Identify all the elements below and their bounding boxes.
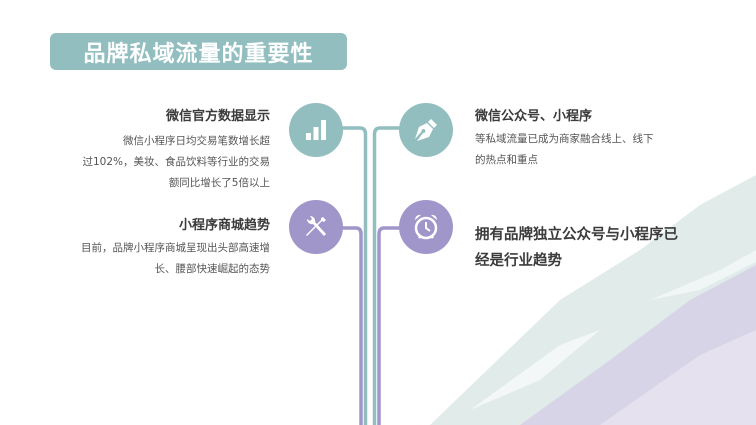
body-line: 目前，品牌小程序商城呈现出头部高速增 (81, 242, 270, 254)
info-block-wechat-data: 微信官方数据显示 微信小程序日均交易笔数增长超 过102%，美妆、食品饮料等行业… (30, 108, 270, 194)
info-block-wechat-official: 微信公众号、小程序 等私域流量已成为商家融合线上、线下 的热点和重点 (475, 108, 715, 171)
title-banner: 品牌私域流量的重要性 (50, 33, 347, 70)
body-line: 微信小程序日均交易笔数增长超 (123, 135, 270, 147)
tools-icon (306, 215, 326, 236)
info-block-industry-trend: 拥有品牌独立公众号与小程序已 经是行业趋势 (475, 222, 715, 274)
pen-nib-circle (399, 103, 453, 157)
alarm-clock-icon (414, 214, 438, 240)
body-line: 等私域流量已成为商家融合线上、线下 (475, 133, 654, 145)
alarm-clock-circle (399, 200, 453, 254)
bar-chart-circle (289, 103, 343, 157)
pen-nib-icon (415, 119, 437, 141)
body-line: 过102%，美妆、食品饮料等行业的交易 (82, 156, 270, 168)
tools-circle (289, 200, 343, 254)
bar-chart-icon (306, 120, 326, 140)
heading: 小程序商城趋势 (178, 218, 270, 233)
body-line: 长、腰部快速崛起的态势 (154, 263, 271, 275)
body-line: 拥有品牌独立公众号与小程序已 (475, 227, 678, 243)
info-block-miniprogram-mall: 小程序商城趋势 目前，品牌小程序商城呈现出头部高速增 长、腰部快速崛起的态势 (30, 217, 270, 280)
heading: 微信官方数据显示 (165, 109, 270, 124)
body-line: 额同比增长了5倍以上 (168, 177, 270, 189)
body-line: 的热点和重点 (475, 154, 538, 166)
body-line: 经是行业趋势 (475, 253, 562, 269)
page-title: 品牌私域流量的重要性 (83, 41, 314, 67)
heading: 微信公众号、小程序 (475, 109, 593, 124)
